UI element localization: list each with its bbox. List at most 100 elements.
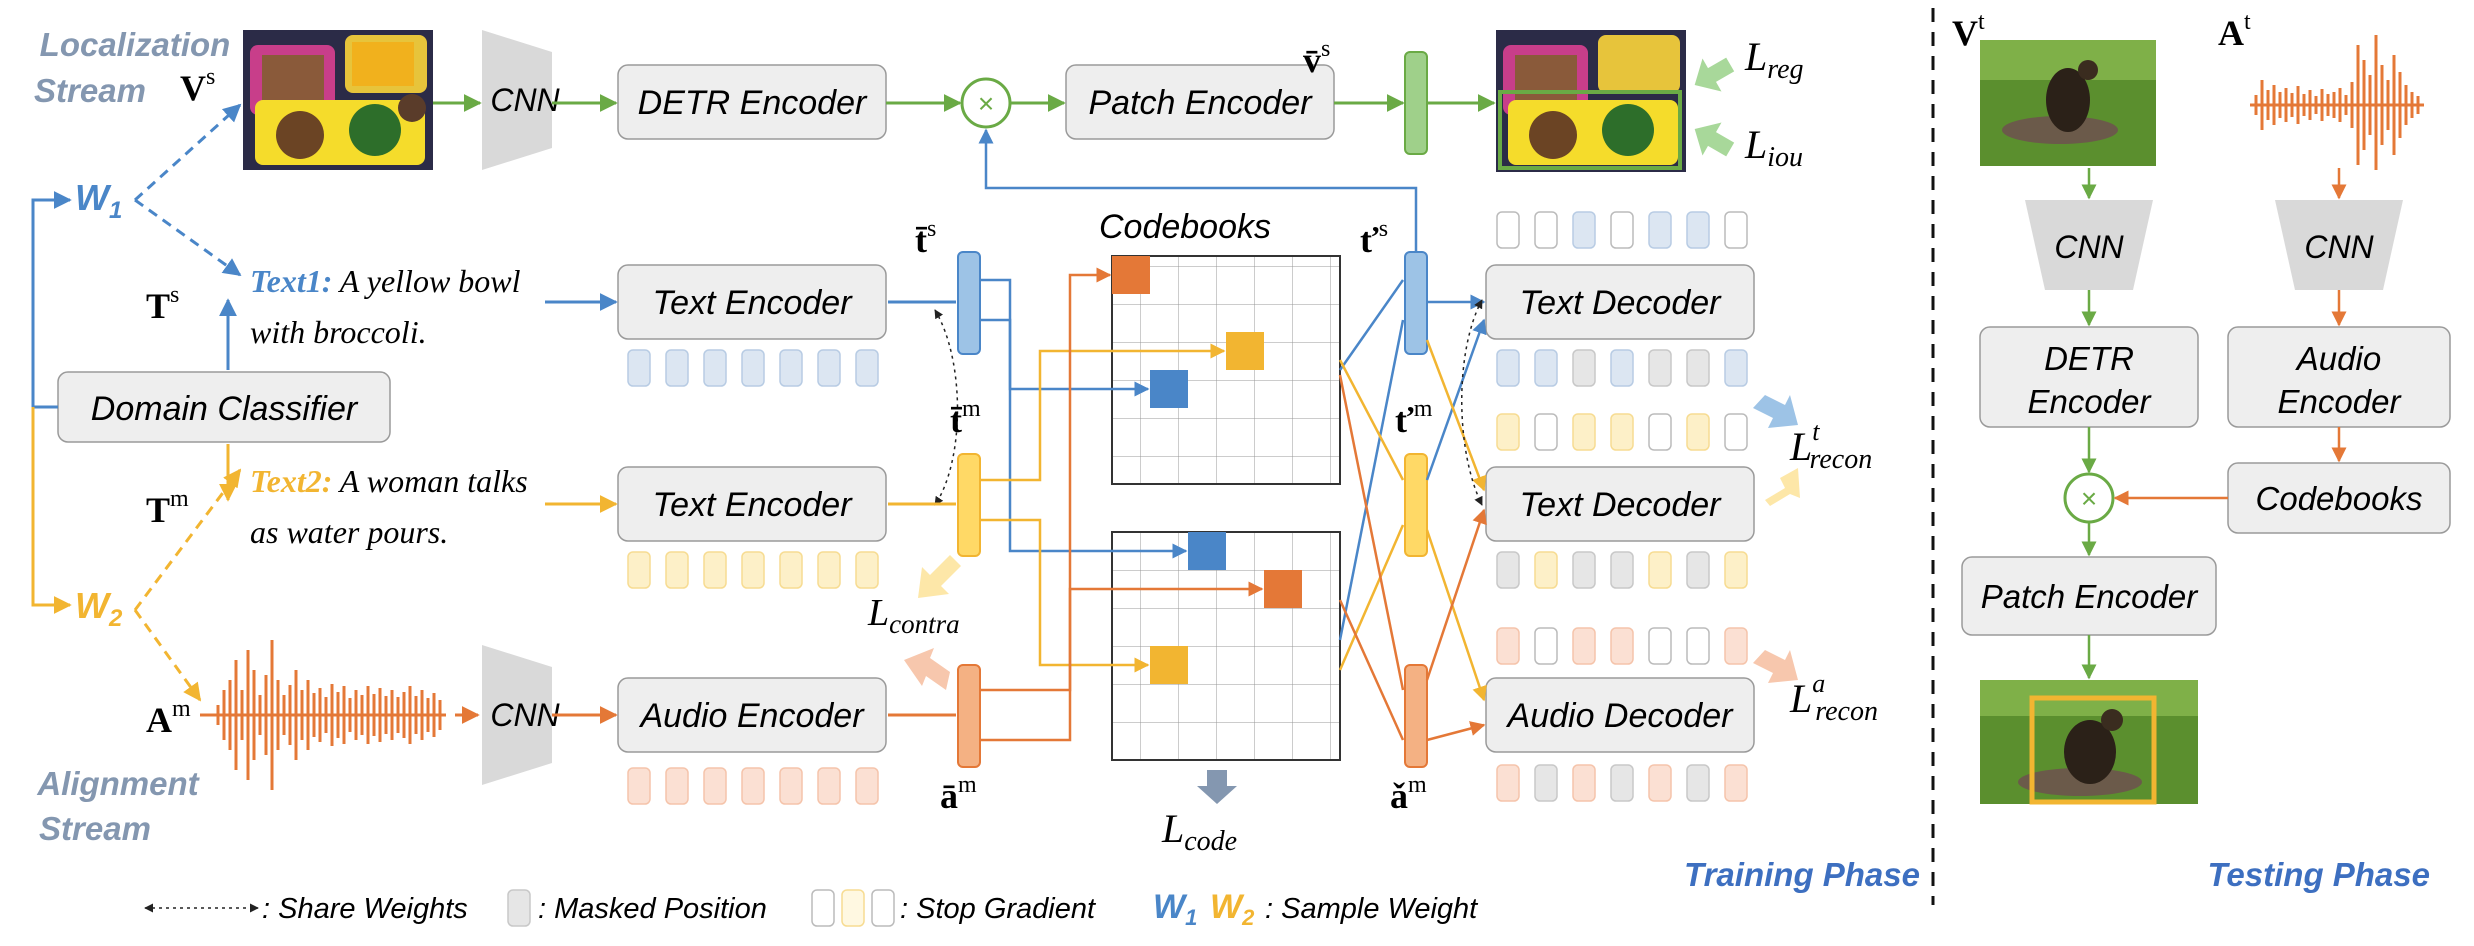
loss-reg-arrow [1694,57,1735,92]
vt-symbol: Vt [1952,9,1985,53]
abar-m-token [957,664,981,768]
codebooks-title: Codebooks [1099,208,1271,246]
legend-w1: W1 [1153,888,1197,930]
training-phase-label: Training Phase [1684,856,1920,893]
output-image [1496,30,1686,172]
cnn-bottom: CNN [482,645,561,785]
contra-arrow-orange [904,648,950,690]
svg-text:Text Decoder: Text Decoder [1520,486,1723,524]
tokens-decoder-3-top [1496,627,1748,665]
svg-text:Audio Encoder: Audio Encoder [638,697,865,735]
acheck-m-token [1404,664,1428,768]
svg-text:Encoder: Encoder [2278,383,2403,420]
svg-text:CNN: CNN [2054,229,2124,265]
text-encoder-source: Text Encoder [617,264,887,340]
recon-a-arrow [1753,650,1798,683]
svg-text:×: × [978,88,994,119]
svg-text:Text Encoder: Text Encoder [652,486,853,524]
text1-caption: Text1: A yellow bowl with broccoli. [250,263,521,350]
legend-share-weights: : Share Weights [262,893,468,925]
am-symbol: Am [146,696,191,740]
text-encoder-target: Text Encoder [617,466,887,542]
tm-symbol: Tm [146,486,189,530]
tokens-decoder-2-bottom [1496,551,1748,589]
legend-w2: W2 [1210,888,1255,930]
legend-sample-weight: : Sample Weight [1265,893,1479,925]
test-audio-encoder: Audio Encoder [2227,326,2451,428]
multiply-node: × [960,77,1012,129]
target-waveform [2250,35,2424,170]
at-symbol: At [2218,9,2251,53]
svg-text:Text Encoder: Text Encoder [652,284,853,322]
legend: : Share Weights : Masked Position : Stop… [144,888,1479,930]
legend-stop-gradient-icon-1 [811,889,835,927]
tokens-decoder-1-bottom [1496,349,1748,387]
source-waveform [200,640,446,790]
loss-iou: Liou [1744,122,1803,173]
svg-text:Localization: Localization [40,26,231,63]
contra-arrow-yellow [918,555,961,598]
svg-text:Text2: A woman talks: Text2: A woman talks [250,463,528,499]
testing-phase-label: Testing Phase [2207,856,2430,893]
w1-label: W1 [75,177,122,224]
legend-masked-position: : Masked Position [538,893,767,925]
tbar-m-symbol: t̄m [950,396,981,440]
test-patch-encoder: Patch Encoder [1961,556,2217,636]
codebook-top [1111,255,1341,485]
tokens-decoder-2-top [1496,413,1748,451]
w2-label: W2 [75,585,123,632]
localization-stream-label: Localization Stream [34,26,230,109]
svg-text:Audio Decoder: Audio Decoder [1506,697,1735,735]
legend-stop-gradient-icon-2 [841,889,865,927]
tcheck-s-token [1404,251,1428,355]
svg-text:with broccoli.: with broccoli. [250,314,427,350]
loss-iou-arrow [1694,122,1735,157]
source-image [243,30,433,170]
visual-token [1404,51,1428,155]
svg-text:CNN: CNN [490,82,560,118]
svg-text:CNN: CNN [2304,229,2374,265]
text-decoder-source: Text Decoder [1485,264,1755,340]
legend-stop-gradient-icon-3 [871,889,895,927]
share-weights-decoders [1461,299,1483,506]
recon-t-arrow-blue [1753,395,1798,428]
legend-stop-gradient: : Stop Gradient [900,893,1097,925]
svg-text:CNN: CNN [490,697,560,733]
svg-text:DETR: DETR [2044,340,2134,377]
target-image [1980,40,2156,166]
svg-text:as water pours.: as water pours. [250,514,448,550]
cnn-top: CNN [482,30,561,170]
tokens-audio-encoder [627,767,879,805]
legend-masked-icon [507,889,531,927]
svg-text:×: × [2081,483,2097,514]
tokens-decoder-1-top [1496,211,1748,249]
svg-text:Encoder: Encoder [2028,383,2153,420]
svg-text:Text1: A yellow bowl: Text1: A yellow bowl [250,263,521,299]
svg-text:Patch Encoder: Patch Encoder [1981,578,2199,615]
tokens-decoder-3-bottom [1496,764,1748,802]
loss-code: Lcode [1161,806,1237,857]
share-weights-encoders [934,309,959,506]
recon-t-arrow-yellow [1765,468,1800,506]
loss-reg: Lreg [1744,34,1804,85]
tcheck-m-symbol: ťm [1395,396,1433,440]
tcheck-m-token [1404,453,1428,557]
svg-text:Text Decoder: Text Decoder [1520,284,1723,322]
test-detr-encoder: DETR Encoder [1979,326,2199,428]
test-output-image [1980,680,2198,805]
svg-text:Alignment: Alignment [36,765,200,802]
vbar-s-symbol: v̄s [1303,36,1330,80]
detr-encoder: DETR Encoder [617,64,887,140]
svg-text:Domain Classifier: Domain Classifier [91,390,359,428]
alignment-stream-label: Alignment Stream [36,765,200,847]
tcheck-s-symbol: ťs [1360,216,1388,260]
domain-classifier: Domain Classifier [57,371,391,443]
audio-decoder: Audio Decoder [1485,677,1755,753]
text-decoder-target: Text Decoder [1485,466,1755,542]
patch-encoder: Patch Encoder [1065,64,1335,140]
tokens-text-encoder-2 [627,551,879,589]
test-codebooks: Codebooks [2227,462,2451,534]
code-arrow [1197,770,1237,804]
